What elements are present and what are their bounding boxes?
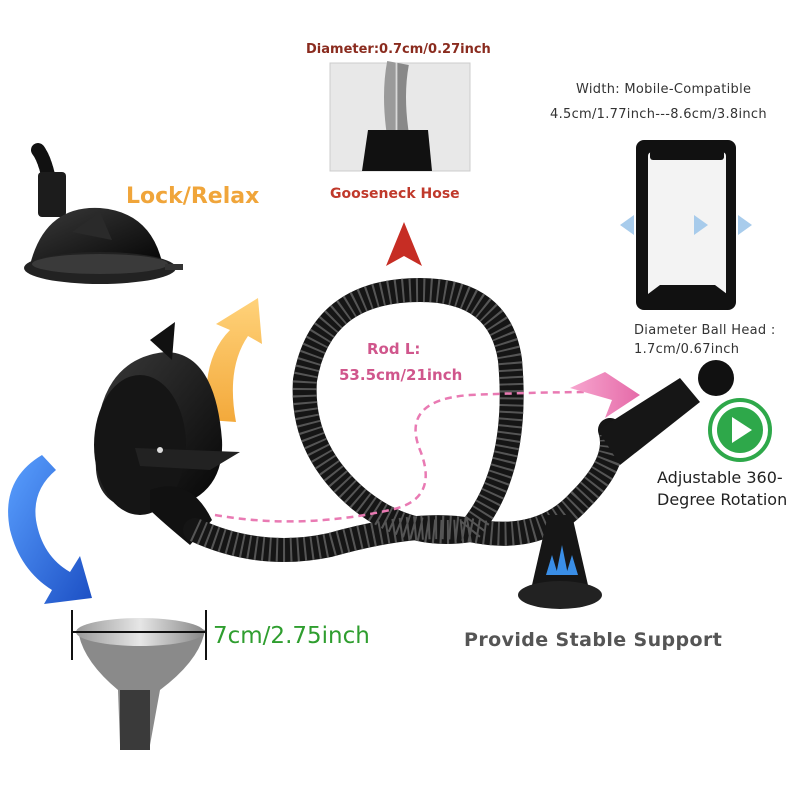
squeeze-arrows-icon [620,215,752,235]
rod-length-value-label: 53.5cm/21inch [339,366,463,384]
rod-length-title-label: Rod L: [367,340,421,358]
blue-rotate-arrow-icon [8,455,93,604]
bottom-suction-cup-closeup [71,610,207,750]
ball-head-arm [598,360,734,465]
orange-lock-arrow-icon [206,298,262,422]
play-icon [732,417,752,443]
rotation-badge [708,398,772,462]
rod-length-dashed-line [214,390,601,523]
rotation-line2-label: Degree Rotation [657,490,788,509]
gooseneck-diameter-label: Diameter:0.7cm/0.27inch [306,42,491,57]
gooseneck-hose-label: Gooseneck Hose [330,186,460,202]
support-stand [518,515,602,609]
pink-arrow-icon [570,372,640,418]
support-arrows-icon [546,545,578,575]
stable-support-label: Provide Stable Support [464,629,723,651]
width-range-label: 4.5cm/1.77inch---8.6cm/3.8inch [550,107,767,122]
ball-head-size-label: 1.7cm/0.67inch [634,342,740,357]
main-suction-cup [94,322,240,545]
lock-relax-suction-cup [24,143,183,284]
gooseneck-inset-photo [329,60,471,172]
rotation-line1-label: Adjustable 360- [657,468,783,487]
suction-size-label: 7cm/2.75inch [213,623,370,649]
width-title-label: Width: Mobile-Compatible [576,82,752,97]
phone-holder-clamp [620,140,752,310]
lock-relax-label: Lock/Relax [126,184,260,209]
red-up-arrow-icon [386,222,422,266]
ball-head-title-label: Diameter Ball Head : [634,323,776,338]
